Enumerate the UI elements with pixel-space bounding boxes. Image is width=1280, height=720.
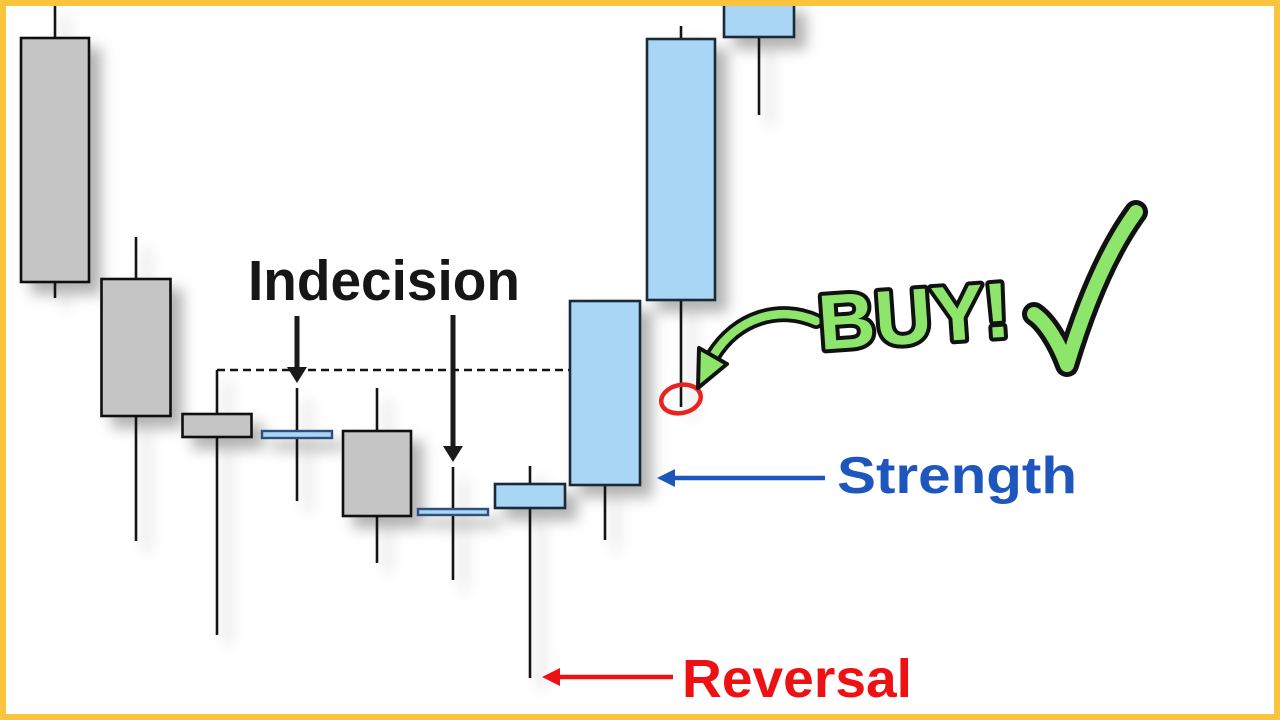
candle-5-bearish (341, 388, 413, 563)
candles-layer (19, 0, 796, 678)
candle-10-bullish (722, 0, 796, 115)
indecision-arrow-1-icon (287, 316, 307, 383)
candle-body (568, 299, 642, 487)
indecision-arrow-2-icon (443, 315, 463, 462)
checkmark-icon (1022, 200, 1148, 377)
reversal-arrow-icon (542, 668, 673, 686)
candle-body (19, 36, 91, 284)
entry-circle-layer (658, 382, 704, 416)
candle-body (341, 429, 413, 518)
buy-arrow-curve (708, 309, 821, 361)
candle-body (416, 507, 490, 517)
arrow-head (287, 367, 307, 383)
arrow-head (542, 668, 560, 686)
buy-label: BUY! (815, 265, 1013, 366)
candle-body (100, 277, 172, 418)
arrow-head (443, 446, 463, 462)
candle-7-bullish (493, 466, 567, 678)
strength-arrow-icon (657, 469, 825, 487)
candle-8-bullish (568, 299, 642, 540)
buy-arrow-head (696, 346, 729, 390)
entry-circle (658, 382, 704, 416)
candle-6-doji (416, 467, 490, 580)
candle-9-bullish (645, 26, 717, 407)
buy-arrow-icon (696, 306, 824, 390)
candle-body (260, 429, 334, 440)
candle-2-bearish (100, 237, 172, 541)
checkmark-stroke (1027, 205, 1143, 372)
annotation-arrows-layer (287, 315, 825, 686)
candle-1-bearish (19, 3, 91, 298)
candle-body (493, 482, 567, 510)
candle-3-bearish (181, 370, 253, 635)
candle-4-doji (260, 388, 334, 501)
reversal-label: Reversal (682, 649, 912, 709)
candle-body (645, 37, 717, 302)
candle-body (181, 412, 253, 439)
strength-label: Strength (837, 447, 1077, 505)
candle-body (722, 0, 796, 39)
arrow-head (657, 469, 675, 487)
indecision-label: Indecision (248, 249, 520, 313)
